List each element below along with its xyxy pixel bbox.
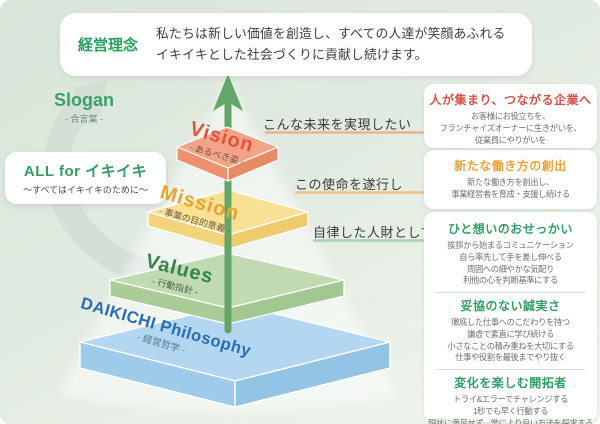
connector-label-mission: この使命を遂行し [295,177,404,192]
section-divider [436,292,585,294]
card-values-list: ひと想いのおせっかい 挨拶から始まるコミュニケーション 自ら率先して手を差し伸べ… [424,212,597,424]
philosophy-statement-line1: 私たちは新しい価値を創造し、すべての人達が笑顔あふれる [156,26,506,42]
connector-label-values: 自律した人財として [313,225,435,240]
philosophy-header: 経営理念 私たちは新しい価値を創造し、すべての人達が笑顔あふれる イキイキとした… [60,13,532,76]
slogan-box-title: ALL for イキイキ [23,163,148,180]
values-section-1: ひと想いのおせっかい 挨拶から始まるコミュニケーション 自ら率先して手を差し伸べ… [447,222,574,286]
pyramid-layer-philosophy [79,303,391,408]
card-vision-goal-title: 人が集まり、つながる企業へ [429,93,592,107]
connector-label-vision: こんな未来を実現したい [263,117,412,132]
values-section-2: 妥協のない誠実さ 徹底した仕事へのこだわりを持つ 謙虚で素直に学び続ける 小さな… [447,299,574,363]
values-section-3: 変化を楽しむ開拓者 トライ&エラーでチャレンジする 1秒でも早く行動する 現状に… [427,376,594,424]
pyramid-layer-vision [176,126,279,182]
slogan-title: Slogan [53,90,114,110]
card-mission-goal-title: 新たな働き方の創出 [454,159,567,173]
card-vision-goal: 人が集まり、つながる企業へ お客様にお役立ちを、 フランチャイズオーナーに生きが… [424,84,597,148]
philosophy-statement: 私たちは新しい価値を創造し、すべての人達が笑顔あふれる イキイキとした社会づくり… [156,24,506,65]
slogan-box-subtitle: 〜すべてはイキイキのために〜 [23,185,148,195]
section-divider [436,369,585,371]
slogan-box: ALL for イキイキ 〜すべてはイキイキのために〜 [5,152,166,204]
header-badge: 経営理念 [78,37,139,54]
card-mission-goal: 新たな働き方の創出 新たな働き方を創出し、 事業経営者を育成・支援し続ける [424,150,597,209]
philosophy-statement-line2: イキイキとした社会づくりに貢献し続けます。 [156,46,428,62]
slogan-subtitle: - 合言葉 - [65,114,103,124]
